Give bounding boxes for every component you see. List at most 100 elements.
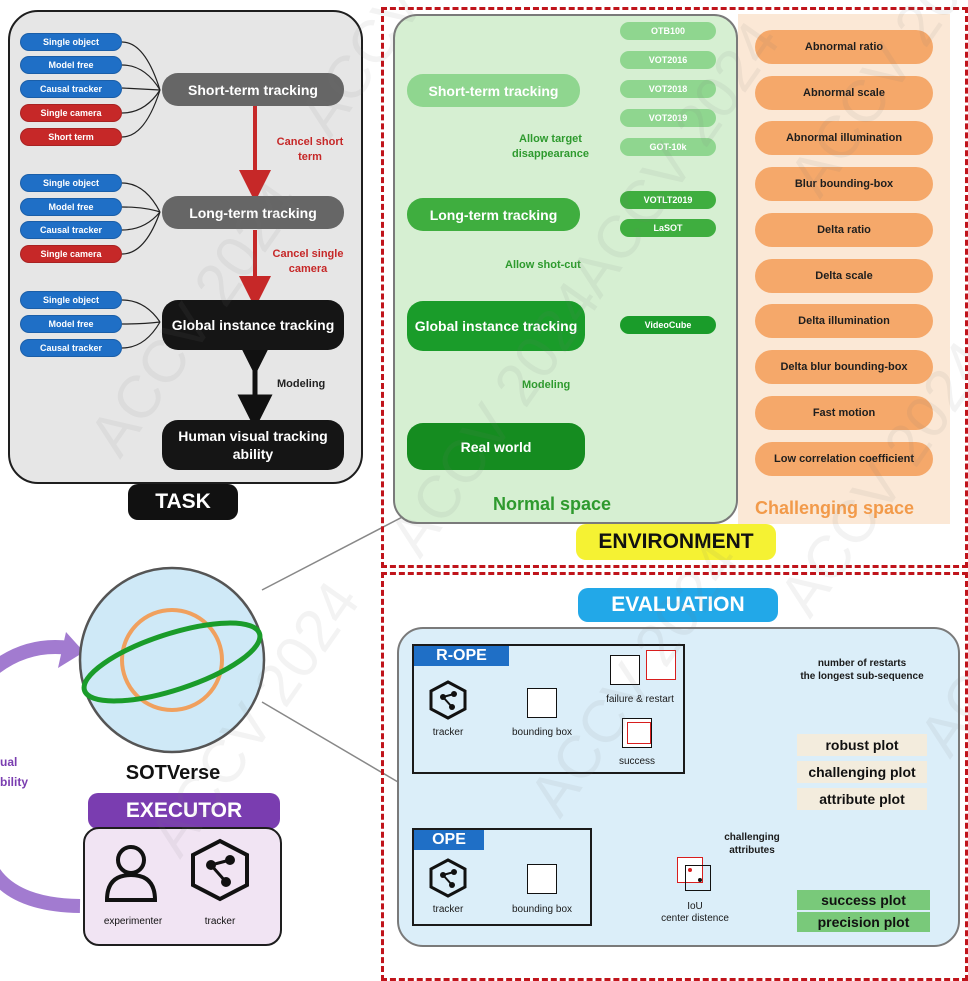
tracker-hex-icon	[191, 838, 249, 902]
env-node-long-term: Long-term tracking	[407, 198, 580, 231]
task-modeling-note: Modeling	[277, 378, 326, 390]
task-node-global-instance: Global instance tracking	[162, 300, 344, 350]
iou-line: center distence	[661, 913, 729, 924]
purple-arc-top	[0, 640, 71, 673]
benchmark-otb100: OTB100	[620, 22, 716, 40]
ope-box	[412, 828, 592, 926]
failure-restart-label: failure & restart	[606, 694, 674, 705]
challenge-item: Low correlation coefficient	[755, 442, 933, 476]
challenge-item: Abnormal scale	[755, 76, 933, 110]
challenge-item: Blur bounding-box	[755, 167, 933, 201]
task-pill-connectors	[121, 41, 161, 349]
task-pill-short-term: Short term	[20, 128, 122, 146]
challenge-item: Abnormal illumination	[755, 121, 933, 155]
left-fragment-line: bility	[0, 775, 29, 789]
left-fragment-line: ual	[0, 755, 18, 769]
env-node-global-instance: Global instance tracking	[407, 301, 585, 351]
iou-label: IoU center distence	[650, 901, 740, 925]
rope-tracker-icon	[429, 680, 467, 720]
challenge-item: Delta blur bounding-box	[755, 350, 933, 384]
sotverse-sphere	[78, 566, 266, 754]
sotverse-label: SOTVerse	[125, 762, 221, 784]
task-title: TASK	[128, 484, 238, 520]
challenging-plot-label: challenging plot	[797, 761, 927, 783]
evaluation-title: EVALUATION	[578, 588, 778, 622]
challenge-item: Delta scale	[755, 259, 933, 293]
benchmark-got10k: GOT-10k	[620, 138, 716, 156]
challenge-item: Abnormal ratio	[755, 30, 933, 64]
ope-tag: OPE	[414, 830, 484, 850]
env-modeling-note: Modeling	[522, 379, 571, 391]
ope-tracker-icon	[429, 858, 467, 898]
task-node-short-term: Short-term tracking	[162, 73, 344, 106]
task-pill-single-object: Single object	[20, 291, 122, 309]
challenge-item: Delta ratio	[755, 213, 933, 247]
normal-space-label: Normal space	[493, 494, 612, 514]
benchmark-votlt2019: VOTLT2019	[620, 191, 716, 209]
benchmark-videocube: VideoCube	[620, 316, 716, 334]
success-square-red	[627, 722, 651, 744]
rope-bbox-label: bounding box	[511, 727, 573, 738]
precision-plot-label: precision plot	[797, 912, 930, 932]
restarts-line: the longest sub-sequence	[800, 671, 924, 682]
ope-bbox-label: bounding box	[511, 904, 573, 915]
task-pill-model-free: Model free	[20, 198, 122, 216]
challenging-attributes-line: attributes	[729, 845, 775, 856]
task-pill-single-camera: Single camera	[20, 245, 122, 263]
sphere-green-orbit	[81, 620, 263, 704]
note-allow-shotcut: Allow shot-cut	[505, 259, 581, 271]
env-node-short-term: Short-term tracking	[407, 74, 580, 107]
note-allow-disappearance: Allow target disappearance	[511, 133, 590, 160]
iou-black-dot	[698, 878, 702, 882]
challenging-space-label: Challenging space	[755, 498, 915, 518]
ope-bbox-square	[527, 864, 557, 894]
experimenter-label: experimenter	[103, 916, 163, 927]
task-pill-model-free: Model free	[20, 315, 122, 333]
benchmark-lasot: LaSOT	[620, 219, 716, 237]
evaluation-panel	[397, 627, 960, 947]
purple-arc-bottom	[0, 869, 81, 913]
attribute-plot-label: attribute plot	[797, 788, 927, 810]
executor-title: EXECUTOR	[88, 793, 280, 829]
benchmark-vot2016: VOT2016	[620, 51, 716, 69]
iou-red-dot	[688, 868, 692, 872]
ope-tracker-label: tracker	[432, 904, 464, 915]
left-fragment-text: ual bility	[0, 752, 28, 792]
note-cancel-short-term: Cancel short term	[276, 136, 344, 163]
rope-tag: R-OPE	[414, 646, 509, 666]
challenge-item: Delta illumination	[755, 304, 933, 338]
sphere-orange-ring	[120, 608, 224, 712]
robust-plot-label: robust plot	[797, 734, 927, 756]
challenging-attributes-label: challenging attributes	[717, 831, 787, 857]
rope-tracker-label: tracker	[432, 727, 464, 738]
experimenter-icon	[104, 845, 158, 902]
sphere-env-line	[261, 511, 413, 591]
sphere-eval-line	[261, 701, 399, 783]
task-pill-single-camera: Single camera	[20, 104, 122, 122]
task-pill-causal-tracker: Causal tracker	[20, 80, 122, 98]
task-pill-single-object: Single object	[20, 33, 122, 51]
environment-frame	[381, 7, 968, 568]
task-pill-single-object: Single object	[20, 174, 122, 192]
challenge-item: Fast motion	[755, 396, 933, 430]
restarts-line: number of restarts	[817, 658, 907, 669]
failure-square	[610, 655, 640, 685]
evaluation-frame	[381, 572, 968, 981]
executor-tracker-label: tracker	[204, 916, 236, 927]
task-node-human-visual: Human visual tracking ability	[162, 420, 344, 470]
restart-square-red	[646, 650, 676, 680]
env-node-real-world: Real world	[407, 423, 585, 470]
benchmark-vot2019: VOT2019	[620, 109, 716, 127]
restarts-label: number of restarts the longest sub-seque…	[772, 657, 952, 683]
rope-box	[412, 644, 685, 774]
environment-title: ENVIRONMENT	[576, 524, 776, 560]
task-pill-causal-tracker: Causal tracker	[20, 339, 122, 357]
benchmark-vot2018: VOT2018	[620, 80, 716, 98]
task-pill-causal-tracker: Causal tracker	[20, 221, 122, 239]
challenging-attributes-line: challenging	[724, 832, 780, 843]
iou-line: IoU	[687, 901, 703, 912]
success-plot-label: success plot	[797, 890, 930, 910]
executor-panel	[83, 827, 282, 946]
note-cancel-single-camera: Cancel single camera	[272, 248, 344, 275]
iou-black-square	[685, 865, 711, 891]
